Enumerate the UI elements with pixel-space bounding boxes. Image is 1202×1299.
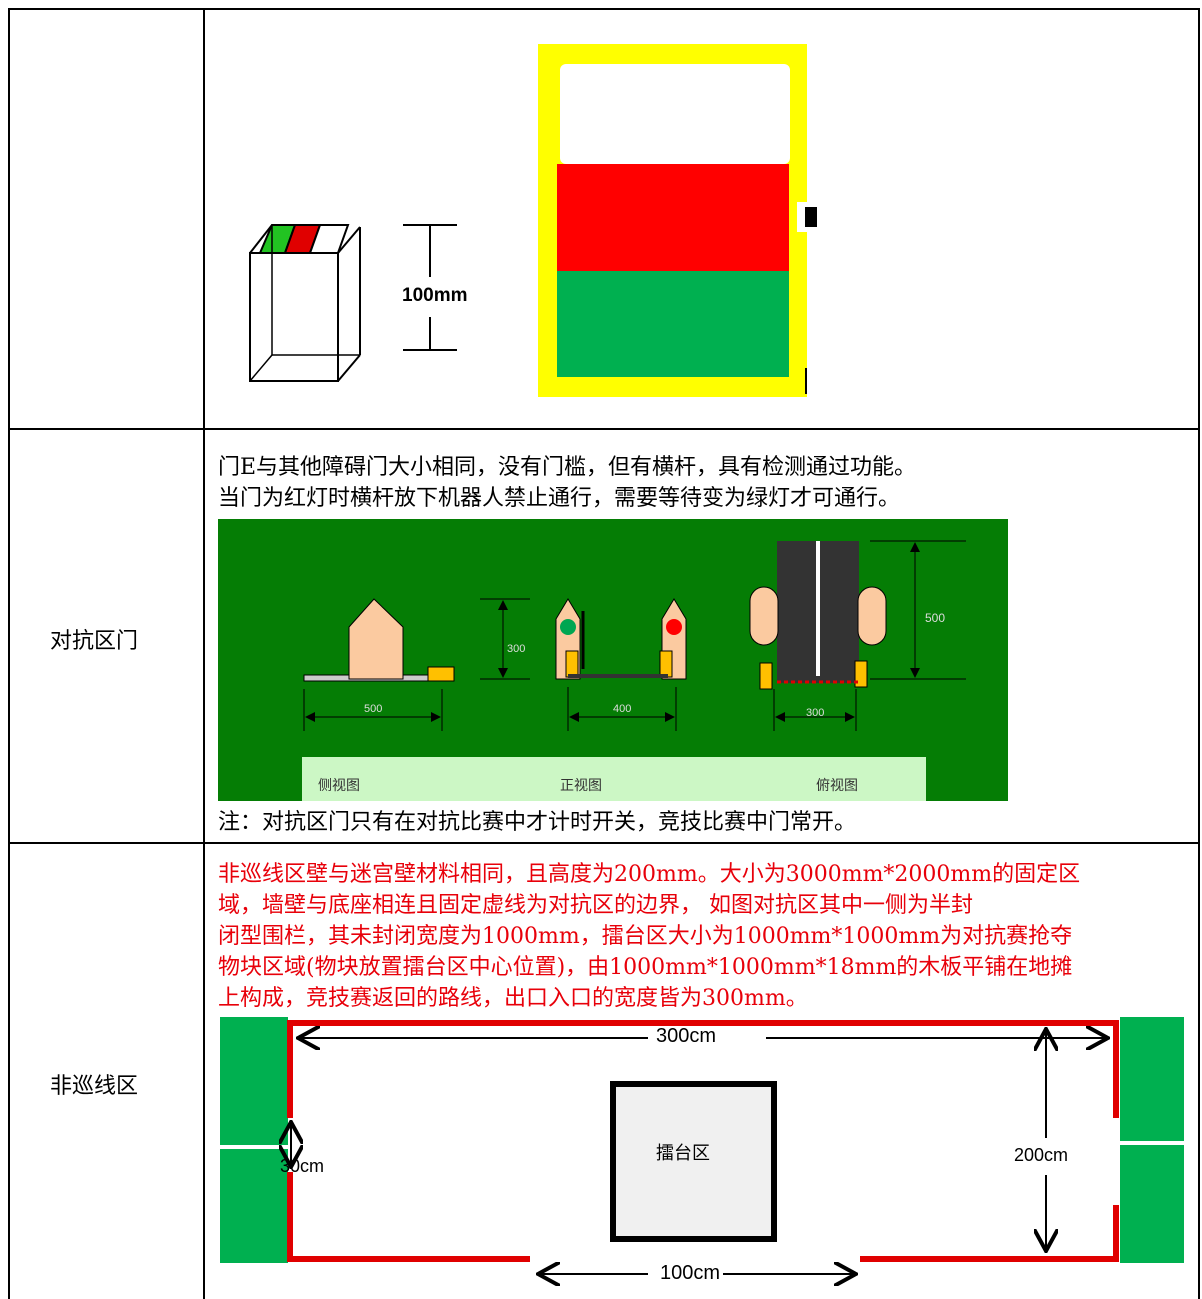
- traffic-light-panel: [538, 44, 807, 397]
- panel-green-section: [557, 271, 789, 377]
- panel-corner-mark: [805, 368, 807, 394]
- gate-description-line1: 门E与其他障碍门大小相同，没有门槛，但有横杆，具有检测通过功能。: [218, 455, 917, 480]
- side-width-label: 500: [364, 703, 383, 715]
- table-row-divider-2: [8, 842, 1200, 844]
- row-label-free-zone: 非巡线区: [50, 1074, 139, 1099]
- opening-width-label: 100cm: [658, 1262, 723, 1285]
- white-notch: [797, 202, 807, 232]
- caption-side-view: 侧视图: [318, 778, 360, 794]
- field-height-label: 200cm: [1014, 1145, 1069, 1165]
- table-border-right: [1198, 8, 1200, 1299]
- front-view: [555, 598, 687, 731]
- row-label-gate: 对抗区门: [50, 629, 139, 654]
- height-dimension-marker: [403, 224, 457, 351]
- top-width-label: 300: [806, 707, 825, 719]
- caption-top-view: 俯视图: [816, 778, 858, 794]
- panel-white-section: [560, 64, 790, 164]
- gate-views-svg: [302, 540, 966, 801]
- caption-front-view: 正视图: [560, 778, 602, 794]
- side-view: [303, 598, 530, 731]
- free-zone-description-line1: 非巡线区壁与迷宫壁材料相同，且高度为200mm。大小为3000mm*2000mm…: [218, 862, 1081, 887]
- gate-note: 注：对抗区门只有在对抗比赛中才计时开关，竞技比赛中门常开。: [218, 810, 857, 835]
- gate-box-illustration: [249, 224, 361, 382]
- table-row-divider-1: [8, 428, 1200, 430]
- field-width-label: 300cm: [656, 1025, 717, 1047]
- side-height-label: 300: [507, 643, 526, 655]
- sensor-tab: [805, 207, 817, 227]
- free-zone-description-line5: 上构成，竞技赛返回的路线，出口入口的宽度皆为300mm。: [218, 986, 808, 1011]
- arena-label: 擂台区: [656, 1143, 710, 1164]
- entrance-width-label: 30cm: [280, 1156, 325, 1176]
- table-border-top: [8, 8, 1200, 10]
- front-width-label: 400: [613, 703, 632, 715]
- free-zone-description-line4: 物块区域(物块放置擂台区中心位置)，由1000mm*1000mm*18mm的木板…: [218, 955, 1073, 980]
- free-zone-description-line2: 域，墙壁与底座相连且固定虚线为对抗区的边界， 如图对抗区其中一侧为半封: [218, 893, 973, 918]
- panel-red-section: [557, 164, 789, 271]
- free-zone-svg: [220, 1017, 1184, 1290]
- free-zone-diagram: 300cm 200cm 30cm 擂台区 100cm: [218, 1015, 1184, 1290]
- table-divider-column: [203, 8, 205, 1299]
- table-border-left: [8, 8, 10, 1299]
- top-view: [749, 540, 966, 731]
- gate-description-line2: 当门为红灯时横杆放下机器人禁止通行，需要等待变为绿灯才可通行。: [218, 486, 901, 511]
- height-dimension-label: 100mm: [402, 285, 468, 306]
- gate-views-diagram: 500 300 400 300 500 侧视图 正视图 俯视图: [218, 519, 1008, 801]
- free-zone-description-line3: 闭型围栏，其未封闭宽度为1000mm，擂台区大小为1000mm*1000mm为对…: [218, 924, 1073, 949]
- top-height-label: 500: [925, 611, 946, 625]
